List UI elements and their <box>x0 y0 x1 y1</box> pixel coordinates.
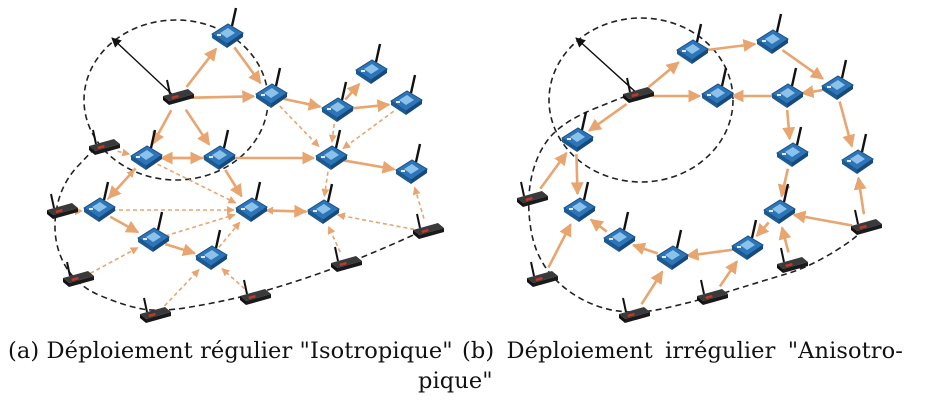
link-arrow <box>755 221 770 238</box>
network-boundary-dashed <box>527 95 867 313</box>
link-arrow <box>539 151 568 190</box>
link-arrow <box>349 99 391 113</box>
sensor-node-icon <box>841 133 874 174</box>
sensor-node-icon <box>130 129 163 170</box>
sensor-node-icon <box>771 67 804 108</box>
sensor-node-icon <box>390 74 423 115</box>
sensor-node-icon <box>776 126 809 167</box>
sink-node-icon <box>331 246 362 272</box>
range-radius-arrow <box>575 37 641 97</box>
link-arrow <box>589 218 608 233</box>
sink-node-icon <box>140 297 171 323</box>
sensor-node-icon <box>561 111 594 152</box>
link-arrow <box>185 47 218 88</box>
sensor-node-icon <box>137 211 170 252</box>
sink-node-icon <box>697 279 728 305</box>
link-arrow <box>631 242 659 256</box>
sensor-node-icon <box>603 211 636 252</box>
panel-a-isotropic-network <box>47 7 444 323</box>
sensor-node-icon <box>315 129 348 170</box>
sensor-node-icon <box>83 181 116 222</box>
link-arrow <box>191 90 256 104</box>
link-arrow <box>151 109 173 146</box>
sink-node-icon <box>47 193 78 219</box>
link-arrow <box>704 38 757 52</box>
link-arrow <box>336 212 415 231</box>
link-arrow <box>570 153 584 196</box>
link-arrow <box>89 246 139 275</box>
sensor-node-icon <box>563 181 596 222</box>
sensor-node-icon <box>355 43 388 84</box>
link-arrow <box>344 82 361 101</box>
link-arrow <box>782 109 796 141</box>
caption-b-continuation: pique" <box>418 368 493 394</box>
link-arrow <box>640 270 664 305</box>
sensor-node-icon <box>676 23 709 64</box>
link-arrow <box>164 242 196 256</box>
link-arrow <box>343 159 396 174</box>
link-arrow <box>165 212 236 237</box>
sensor-node-icon <box>821 59 854 100</box>
link-arrow <box>838 101 856 148</box>
link-arrow <box>164 269 200 307</box>
sensor-node-icon <box>203 129 236 170</box>
link-arrow <box>792 210 853 227</box>
link-arrow <box>781 49 825 80</box>
link-arrow <box>342 110 395 150</box>
link-arrow <box>327 225 341 253</box>
link-arrow <box>233 46 262 85</box>
sink-node-icon <box>63 261 94 287</box>
caption-a: (a) Déploiement régulier "Isotropique" <box>8 338 453 364</box>
caption-b: (b) Déploiement irrégulier "Anisotro- <box>462 338 904 364</box>
link-arrow <box>547 223 572 269</box>
sensor-node-icon <box>656 229 689 270</box>
sensor-node-icon <box>255 67 288 108</box>
sink-node-icon <box>240 279 271 305</box>
link-arrow <box>587 103 628 132</box>
sink-node-icon <box>777 247 808 273</box>
link-arrow <box>853 176 867 215</box>
link-arrow <box>265 206 309 215</box>
range-radius-arrow <box>111 37 177 99</box>
link-arrow <box>777 168 791 198</box>
link-arrow <box>184 108 211 146</box>
network-boundary-dashed <box>54 147 421 311</box>
link-arrow <box>283 97 322 111</box>
link-arrow <box>321 171 330 197</box>
link-arrow <box>412 186 425 219</box>
sensor-node-icon <box>395 143 428 184</box>
link-arrow <box>328 123 337 143</box>
link-arrow <box>109 215 140 234</box>
link-arrow <box>718 260 739 288</box>
sink-node-icon <box>619 297 650 323</box>
link-arrow <box>224 169 243 198</box>
sink-node-icon <box>517 181 548 207</box>
link-arrow <box>117 148 131 157</box>
sink-node-icon <box>163 79 194 105</box>
sensor-node-icon <box>763 183 796 224</box>
sensor-node-icon <box>195 229 228 270</box>
sensor-node-icon <box>235 181 268 222</box>
link-arrow <box>279 105 320 148</box>
sensor-node-icon <box>701 67 734 108</box>
sensor-node-icon <box>756 13 789 54</box>
sensor-node-icon <box>321 81 354 122</box>
link-arrow <box>218 221 241 248</box>
link-arrow <box>685 247 733 261</box>
sensor-node-icon <box>731 219 764 260</box>
link-arrow <box>778 226 792 253</box>
sink-node-icon <box>851 209 882 235</box>
sink-node-icon <box>527 261 558 287</box>
sensor-node-icon <box>307 183 340 224</box>
link-arrow <box>800 85 823 99</box>
sensor-node-icon <box>211 7 244 48</box>
sink-node-icon <box>413 213 444 239</box>
sink-node-icon <box>89 129 120 155</box>
link-arrow <box>647 61 680 89</box>
link-arrow <box>221 268 246 290</box>
panel-b-anisotropic-network <box>517 13 882 323</box>
link-arrow <box>157 163 237 204</box>
sink-node-icon <box>623 77 654 103</box>
